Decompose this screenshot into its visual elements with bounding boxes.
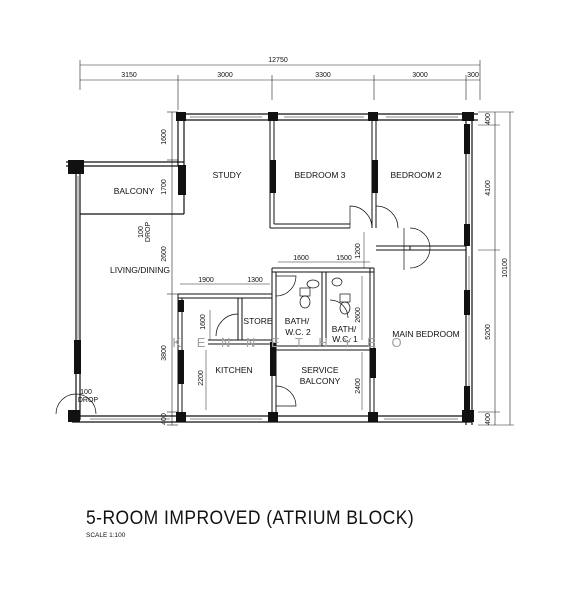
structural-columns [68,112,474,422]
room-label-bath-1-line1: BATH/ [332,324,357,334]
dim-top-5: 300 [467,72,479,79]
plan-scale: SCALE 1:100 [86,532,126,539]
drop-label-upper-text: DROP [145,222,152,243]
room-label-service-line1: SERVICE [301,365,338,375]
dim-left-4: 3800 [161,345,168,361]
dim-top-3: 3300 [315,72,331,79]
dim-right-overall: 10100 [502,258,509,278]
dim-right-1: 400 [485,113,492,125]
dim-left-1: 1600 [161,129,168,145]
top-dimensions [79,60,481,110]
dim-top-overall: 12750 [268,57,288,64]
room-label-bath-2-line2: W.C. 2 [285,327,311,337]
right-dimensions [478,111,514,426]
room-label-balcony: BALCONY [114,186,155,196]
room-label-bedroom-2: BEDROOM 2 [390,170,441,180]
dim-right-3: 5200 [485,324,492,340]
dim-inner-1200: 1200 [355,243,362,259]
bath-fixtures [299,277,351,315]
outer-walls [66,113,478,425]
room-label-study: STUDY [213,170,242,180]
dim-inner-2600: 2600 [355,307,362,323]
dim-inner-1500: 1500 [336,255,352,262]
room-label-bath-2-line1: BATH/ [285,316,310,326]
plan-title: 5-ROOM IMPROVED (ATRIUM BLOCK) [86,508,415,529]
dim-right-2: 4100 [485,180,492,196]
dim-right-4: 400 [485,413,492,425]
dim-top-2: 3000 [217,72,233,79]
drop-label-lower-text: DROP [78,397,99,404]
inner-dimension-lines [180,232,370,410]
dim-inner-2200: 2200 [198,370,205,386]
room-label-bath-1-line2: W.C. 1 [332,334,358,344]
dim-top-1: 3150 [121,72,137,79]
dim-inner-1600b: 1600 [200,314,207,330]
room-label-store: STORE [243,316,272,326]
dim-inner-1300: 1300 [247,277,263,284]
dim-left-2: 1700 [161,179,168,195]
watermark: K E N N E T H Y E O [172,335,407,350]
dim-inner-1900: 1900 [198,277,214,284]
doors [55,205,431,415]
room-label-main-bedroom: MAIN BEDROOM [392,329,460,339]
dim-left-3: 2600 [161,246,168,262]
drop-label-upper-value: 100 [138,226,145,238]
room-label-service-line2: BALCONY [300,376,341,386]
dim-inner-1600a: 1600 [293,255,309,262]
dim-inner-2400: 2400 [355,378,362,394]
room-label-bedroom-3: BEDROOM 3 [294,170,345,180]
dim-top-4: 3000 [412,72,428,79]
drop-label-lower-value: 100 [80,389,92,396]
room-label-living-dining: LIVING/DINING [110,265,170,275]
room-label-kitchen: KITCHEN [215,365,252,375]
